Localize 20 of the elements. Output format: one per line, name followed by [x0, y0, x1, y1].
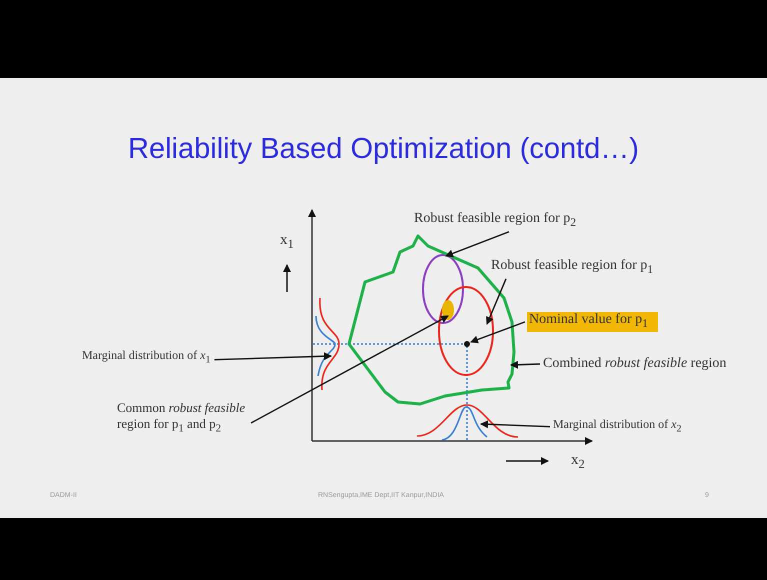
- leader-line: [510, 360, 540, 369]
- distribution-label: Marginal distribution of x$_{2}$: [553, 416, 682, 438]
- leader-line: [250, 315, 449, 424]
- axis-label: x$_{1}$: [280, 232, 294, 252]
- leader-line: [486, 278, 507, 325]
- leader-line: [480, 420, 550, 428]
- overlap-region: [442, 300, 454, 320]
- distribution-label: Marginal distribution of x$_{1}$: [82, 347, 210, 368]
- highlighted-label: Nominal value for p$_{1}$: [527, 312, 658, 332]
- region-label: Common robust feasible region for p$_{1}$ and p$_{2}$: [117, 400, 247, 437]
- leader-line: [214, 352, 332, 360]
- region-label: Robust feasible region for p$_{1}$: [491, 258, 654, 278]
- leader-line: [470, 321, 526, 344]
- marginal-distribution-curve: [315, 298, 340, 390]
- axis-label: x$_{2}$: [571, 452, 585, 472]
- slide-title: Reliability Based Optimization (contd…): [127, 133, 640, 166]
- leader-line: [445, 231, 510, 258]
- region-label: Combined robust feasible region: [543, 356, 726, 372]
- marginal-distribution-curve: [416, 404, 518, 441]
- region-label: Robust feasible region for p$_{2}$: [414, 211, 576, 231]
